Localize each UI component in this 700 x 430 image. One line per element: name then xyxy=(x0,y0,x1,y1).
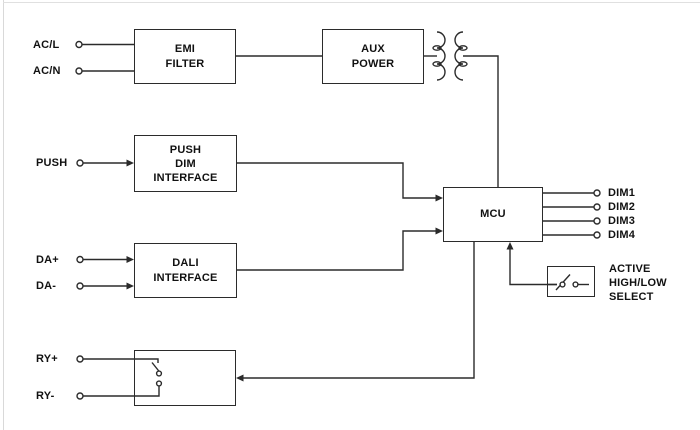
page-edge-top xyxy=(3,2,700,3)
da-plus-terminal-icon xyxy=(76,255,134,264)
dali-interface-label: DALI INTERFACE xyxy=(153,256,218,284)
ac-n-terminal-icon xyxy=(75,67,134,75)
input-label-ac-l: AC/L xyxy=(33,38,60,51)
input-label-ry-minus: RY- xyxy=(36,390,55,402)
dim4-terminal-icon xyxy=(593,231,601,239)
arrowhead xyxy=(236,374,244,382)
dip-switch-icon xyxy=(547,274,589,291)
transformer-icon xyxy=(424,31,499,187)
mcu-label: MCU xyxy=(480,208,506,220)
active-select-switch-box xyxy=(547,266,595,297)
input-label-da-minus: DA- xyxy=(36,280,57,292)
dim2-terminal-icon xyxy=(593,203,601,211)
page-edge-left xyxy=(3,0,4,430)
relay-switch-icon xyxy=(76,355,163,400)
output-label-dim2: DIM2 xyxy=(608,201,636,213)
ac-l-terminal-icon xyxy=(75,40,134,49)
output-label-dim3: DIM3 xyxy=(608,215,636,227)
aux-power-block: AUX POWER xyxy=(322,29,424,84)
dali-interface-block: DALI INTERFACE xyxy=(134,243,237,298)
arrowhead xyxy=(506,242,514,250)
wire-dali-to-mcu xyxy=(237,227,443,271)
arrowhead xyxy=(126,282,134,290)
arrowhead xyxy=(126,159,134,167)
mcu-block: MCU xyxy=(443,187,543,242)
push-terminal-icon xyxy=(76,159,134,167)
active-select-label: ACTIVE HIGH/LOW SELECT xyxy=(609,263,667,303)
arrowhead xyxy=(126,256,134,263)
aux-power-label: AUX POWER xyxy=(351,42,395,70)
wire-select-to-mcu xyxy=(506,242,557,286)
emi-filter-block: EMI FILTER xyxy=(134,29,236,84)
input-label-push: PUSH xyxy=(36,157,68,169)
relay-block xyxy=(134,350,236,406)
input-label-ry-plus: RY+ xyxy=(36,353,58,365)
wire-mcu-to-relay xyxy=(236,242,475,382)
output-label-dim4: DIM4 xyxy=(608,229,636,241)
output-label-dim1: DIM1 xyxy=(608,187,636,199)
input-label-da-plus: DA+ xyxy=(36,253,59,266)
wire-pushdim-to-mcu xyxy=(237,162,443,202)
da-minus-terminal-icon xyxy=(76,282,134,290)
arrowhead xyxy=(435,227,443,235)
ry-plus-terminal-icon xyxy=(76,355,84,363)
dim-output-wires xyxy=(543,189,601,239)
input-label-ac-n: AC/N xyxy=(33,65,61,77)
ry-minus-terminal-icon xyxy=(76,392,84,400)
dim1-terminal-icon xyxy=(593,189,601,197)
push-dim-interface-block: PUSH DIM INTERFACE xyxy=(134,135,237,192)
push-dim-interface-label: PUSH DIM INTERFACE xyxy=(153,143,218,184)
arrowhead xyxy=(435,194,443,202)
emi-filter-label: EMI FILTER xyxy=(165,42,205,70)
dim3-terminal-icon xyxy=(593,217,601,225)
